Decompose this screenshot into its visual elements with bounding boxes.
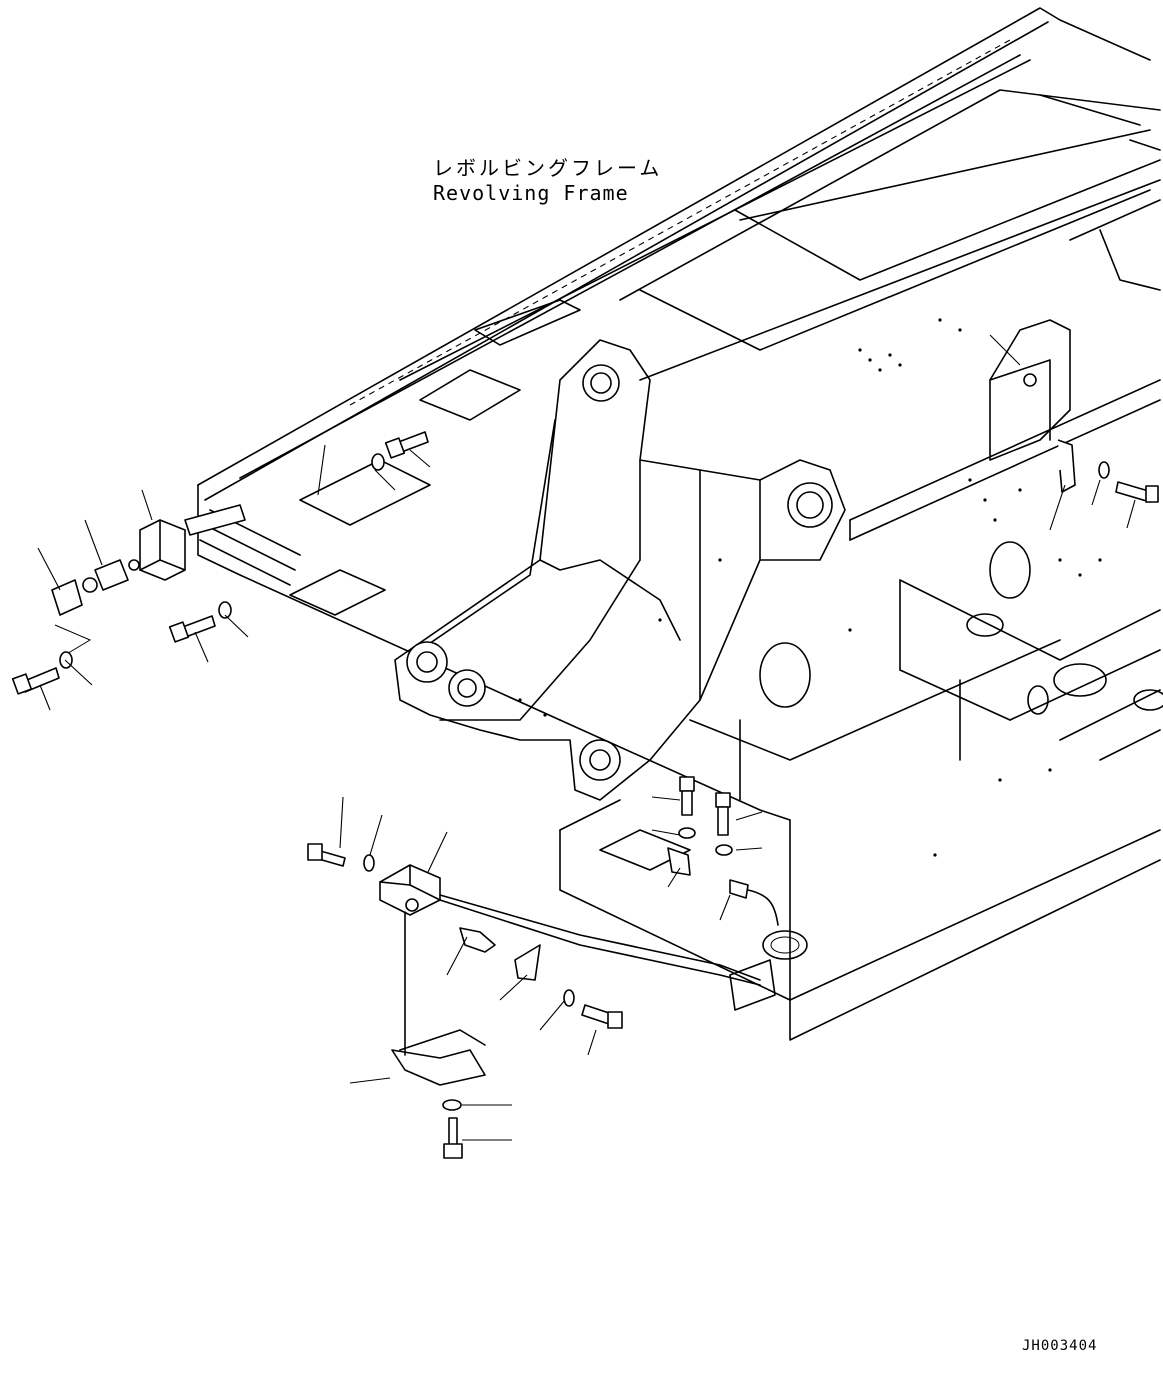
bolt-holes — [518, 318, 1102, 857]
frame-label-english: Revolving Frame — [433, 181, 629, 205]
bolts — [11, 431, 1159, 1159]
left-switch-assembly — [51, 504, 246, 656]
frame-label-japanese: レボルビングフレーム — [433, 156, 663, 180]
boom-bracket — [394, 339, 846, 801]
drawing-id: JH003404 — [1022, 1338, 1098, 1354]
frame-details — [199, 199, 1163, 1011]
revolving-frame-body — [197, 7, 1161, 1041]
leader-lines — [37, 334, 1136, 1141]
lower-harness-assembly — [379, 847, 779, 1086]
